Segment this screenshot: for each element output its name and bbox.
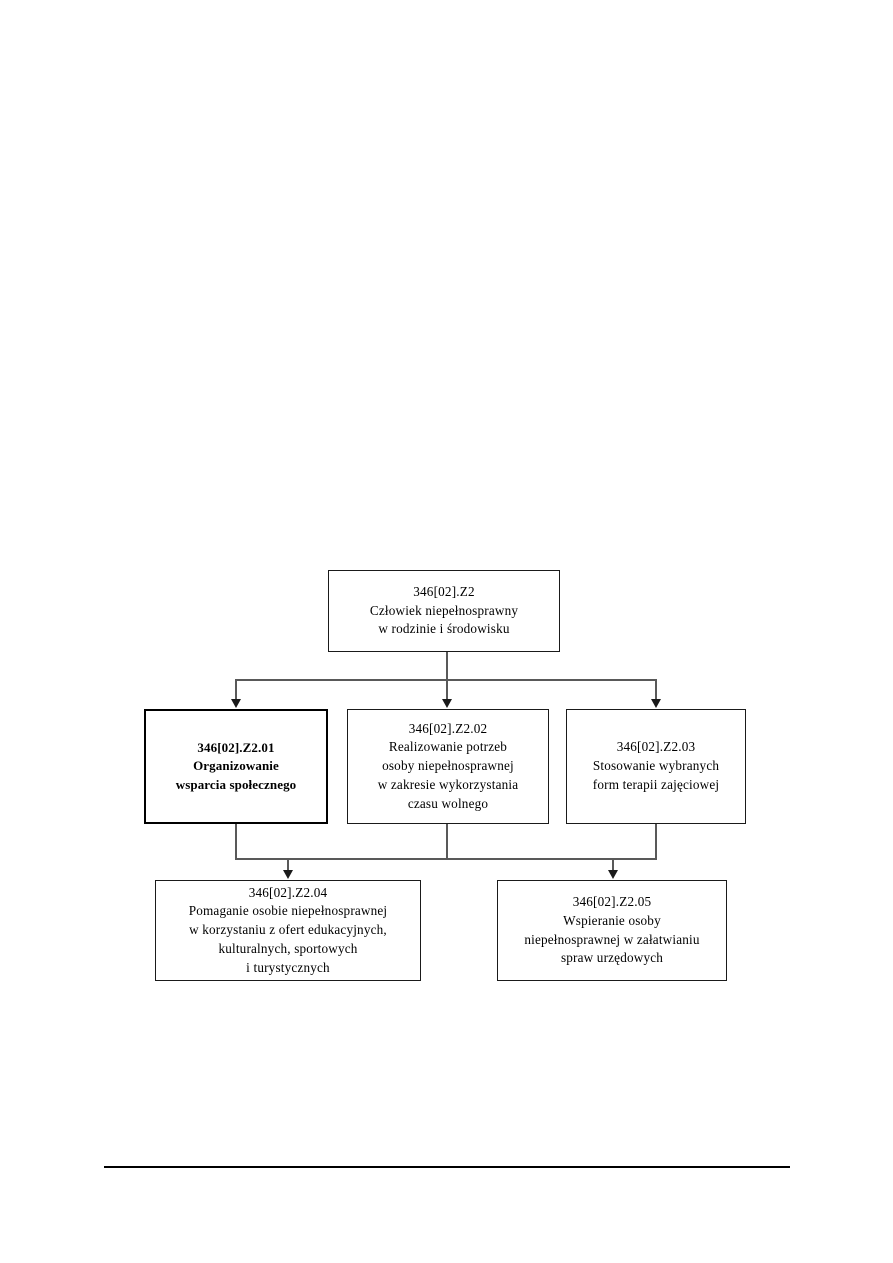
node-z2-02-title: Realizowanie potrzeb osoby niepełnospraw… — [377, 739, 519, 811]
node-z2-04[interactable]: 346[02].Z2.04 Pomaganie osobie niepełnos… — [155, 880, 421, 981]
connector-level3-bus — [235, 858, 656, 860]
node-z2-05-code: 346[02].Z2.05 — [572, 894, 652, 910]
node-z2-04-code: 346[02].Z2.04 — [248, 884, 328, 900]
node-z2-01[interactable]: 346[02].Z2.01 Organizowanie wsparcia spo… — [144, 709, 328, 824]
connector-root-stem — [446, 652, 448, 679]
connector-stem-z203-down — [655, 824, 657, 860]
arrowhead-z203 — [650, 699, 661, 708]
arrowhead-z205 — [607, 870, 618, 879]
node-z2-03[interactable]: 346[02].Z2.03 Stosowanie wybranych form … — [566, 709, 746, 824]
node-z2-03-title: Stosowanie wybranych form terapii zajęci… — [592, 758, 720, 792]
node-root-title: Człowiek niepełnosprawny w rodzinie i śr… — [369, 602, 519, 637]
footer-rule — [104, 1166, 790, 1168]
node-root-code: 346[02].Z2 — [413, 583, 475, 599]
node-root[interactable]: 346[02].Z2 Człowiek niepełnosprawny w ro… — [328, 570, 560, 652]
arrowhead-z202 — [441, 699, 452, 708]
connector-stem-z201-down — [235, 824, 237, 860]
node-z2-05-title: Wspieranie osoby niepełnosprawnej w zała… — [524, 912, 700, 966]
node-z2-02-code: 346[02].Z2.02 — [408, 720, 488, 736]
node-z2-01-title: Organizowanie wsparcia społecznego — [175, 758, 297, 792]
node-z2-05[interactable]: 346[02].Z2.05 Wspieranie osoby niepełnos… — [497, 880, 727, 981]
node-z2-01-code: 346[02].Z2.01 — [197, 739, 275, 755]
node-z2-03-code: 346[02].Z2.03 — [616, 739, 696, 755]
connector-drop-z204 — [287, 858, 289, 872]
connector-drop-z202 — [446, 679, 448, 701]
connector-drop-z203 — [655, 679, 657, 701]
node-z2-02[interactable]: 346[02].Z2.02 Realizowanie potrzeb osoby… — [347, 709, 549, 824]
arrowhead-z204 — [282, 870, 293, 879]
node-z2-04-title: Pomaganie osobie niepełnosprawnej w korz… — [188, 903, 388, 975]
connector-level2-bus — [235, 679, 656, 681]
connector-stem-z202-down — [446, 824, 448, 860]
connector-drop-z201 — [235, 679, 237, 701]
arrowhead-z201 — [230, 699, 241, 708]
connector-drop-z205 — [612, 858, 614, 872]
